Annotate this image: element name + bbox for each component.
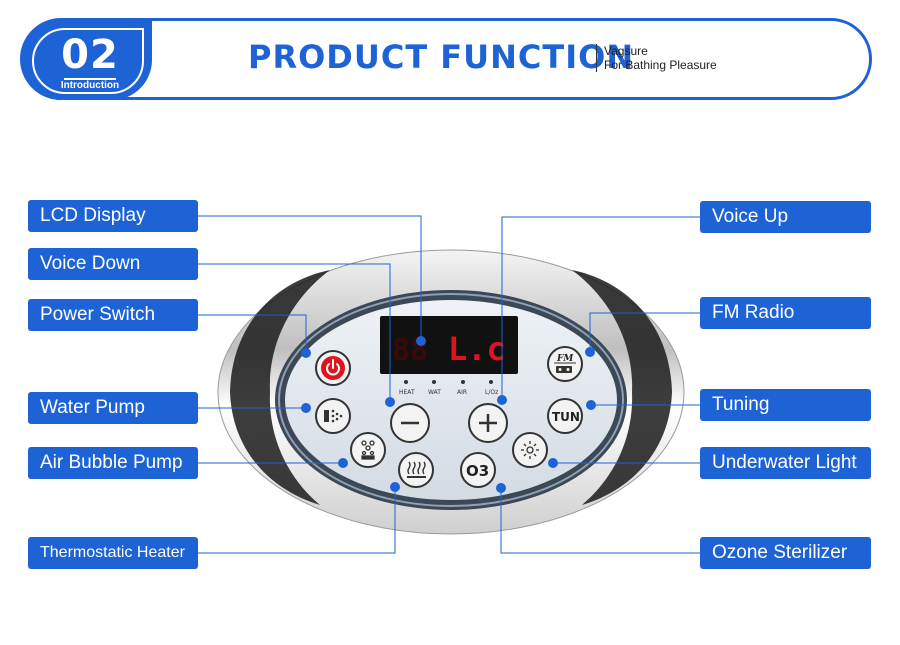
dot-power-switch (301, 348, 311, 358)
line-lcd-display (198, 215, 422, 341)
power-icon (326, 359, 340, 376)
voice-up-button[interactable] (468, 403, 508, 443)
section-divider (64, 78, 116, 80)
ozone-icon: O3 (466, 462, 489, 480)
dot-underwater-light (548, 458, 558, 468)
line-power-switch (198, 314, 307, 353)
fm-label: FM (556, 354, 574, 364)
radio-icon (556, 366, 572, 373)
heater-button[interactable] (398, 452, 434, 488)
plus-icon (479, 414, 497, 432)
title-divider (596, 44, 597, 72)
label-air-bubble-pump: Air Bubble Pump (28, 447, 198, 479)
label-water-pump: Water Pump (28, 392, 198, 424)
voice-down-button[interactable] (390, 403, 430, 443)
dot-voice-down (385, 397, 395, 407)
air-bubble-button[interactable] (350, 432, 386, 468)
line-voice-down (198, 263, 391, 402)
label-tuning: Tuning (700, 389, 871, 421)
label-ozone-sterilizer: Ozone Sterilizer (700, 537, 871, 569)
line-fm-radio (589, 312, 700, 352)
dot-heater (390, 482, 400, 492)
section-badge: 02 Introduction (22, 20, 152, 100)
dot-air-bubble (338, 458, 348, 468)
label-thermostatic-heater: Thermostatic Heater (28, 537, 198, 569)
page-title: PRODUCT FUNCTION (248, 38, 635, 76)
dot-ozone (496, 483, 506, 493)
heater-icon (407, 461, 426, 478)
header-banner (20, 18, 872, 100)
tuning-button[interactable]: TUN (547, 398, 583, 434)
dot-voice-up (497, 395, 507, 405)
section-badge-frame: 02 Introduction (32, 28, 144, 94)
brand-name: Vagsure (604, 44, 648, 58)
line-heater (198, 487, 396, 554)
dot-lcd-display (416, 336, 426, 346)
label-underwater-light: Underwater Light (700, 447, 871, 479)
label-lcd-display: LCD Display (28, 200, 198, 232)
section-number: 02 (61, 32, 119, 78)
dot-fm-radio (585, 347, 595, 357)
tun-label: TUN (552, 410, 580, 424)
jet-icon (324, 409, 343, 423)
label-power-switch: Power Switch (28, 299, 198, 331)
sun-icon (521, 441, 539, 459)
ozone-button[interactable]: O3 (460, 452, 496, 488)
label-voice-down: Voice Down (28, 248, 198, 280)
water-pump-button[interactable] (315, 398, 351, 434)
dot-water-pump (301, 403, 311, 413)
line-voice-up (501, 216, 700, 400)
underwater-light-button[interactable] (512, 432, 548, 468)
dot-tuning (586, 400, 596, 410)
brand-tagline: For Bathing Pleasure (604, 58, 717, 72)
label-voice-up: Voice Up (700, 201, 871, 233)
fm-radio-button[interactable]: FM (547, 346, 583, 382)
label-fm-radio: FM Radio (700, 297, 871, 329)
section-name: Introduction (60, 80, 120, 91)
bubbles-icon (361, 440, 375, 460)
power-button[interactable] (315, 350, 351, 386)
line-ozone (500, 488, 700, 554)
